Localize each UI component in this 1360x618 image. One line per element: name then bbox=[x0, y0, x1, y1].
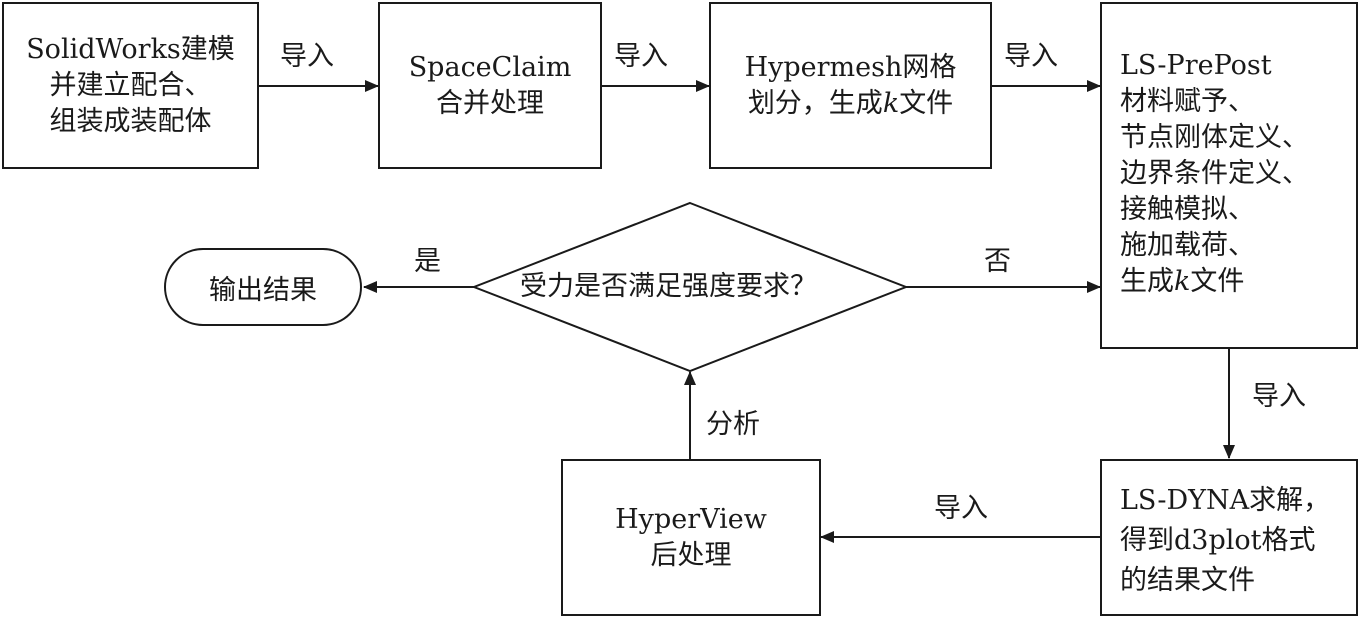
edge-label-import-5: 导入 bbox=[934, 493, 988, 524]
node-lsprepost-line-1: LS-PrePost bbox=[1120, 50, 1272, 81]
node-hypermesh-line-2-a: 划分，生成 bbox=[747, 87, 883, 119]
node-lsprepost-line-2: 材料赋予、 bbox=[1120, 86, 1255, 117]
node-lsprepost-line-3: 节点刚体定义、 bbox=[1120, 122, 1309, 153]
node-hyperview: HyperView 后处理 bbox=[561, 459, 821, 616]
node-spaceclaim: SpaceClaim 合并处理 bbox=[378, 2, 602, 169]
edge-label-analyze: 分析 bbox=[706, 409, 760, 440]
decision-label: 受力是否满足强度要求？ bbox=[520, 271, 817, 302]
node-lsdyna: LS-DYNA求解， 得到d3plot格式 的结果文件 bbox=[1100, 459, 1358, 616]
edge-label-yes: 是 bbox=[414, 246, 441, 277]
edge-label-import-1: 导入 bbox=[280, 41, 334, 72]
node-spaceclaim-line-2: 合并处理 bbox=[436, 87, 544, 119]
node-lsdyna-line-3: 的结果文件 bbox=[1120, 565, 1255, 596]
node-hypermesh-line-2-b: 文件 bbox=[899, 87, 954, 119]
node-hypermesh: Hypermesh网格 划分，生成k文件 bbox=[709, 2, 992, 169]
node-solidworks: SolidWorks建模 并建立配合、 组装成装配体 bbox=[2, 2, 259, 169]
node-hypermesh-k: k bbox=[882, 87, 900, 119]
node-lsprepost-line-5: 接触模拟、 bbox=[1120, 194, 1255, 225]
node-lsprepost-k: k bbox=[1174, 266, 1191, 297]
node-output-label: 输出结果 bbox=[209, 274, 317, 306]
node-lsdyna-line-2: 得到d3plot格式 bbox=[1120, 525, 1316, 556]
decision-diamond bbox=[471, 201, 909, 373]
edge-label-no: 否 bbox=[984, 246, 1011, 277]
edge-label-import-3: 导入 bbox=[1004, 41, 1058, 72]
node-lsprepost-line-7-a: 生成 bbox=[1120, 266, 1174, 297]
node-lsdyna-line-1: LS-DYNA求解， bbox=[1120, 485, 1331, 516]
node-spaceclaim-line-1: SpaceClaim bbox=[408, 51, 572, 83]
node-solidworks-line-2: 并建立配合、 bbox=[49, 69, 212, 101]
edge-label-import-2: 导入 bbox=[614, 41, 668, 72]
node-solidworks-line-1: SolidWorks建模 bbox=[26, 33, 235, 65]
node-lsprepost-line-4: 边界条件定义、 bbox=[1120, 158, 1309, 189]
node-hyperview-line-1: HyperView bbox=[615, 503, 767, 535]
edge-label-import-4: 导入 bbox=[1252, 381, 1306, 412]
node-solidworks-line-3: 组装成装配体 bbox=[49, 105, 212, 137]
node-lsprepost-line-6: 施加载荷、 bbox=[1120, 230, 1255, 261]
node-hypermesh-line-2: 划分，生成k文件 bbox=[748, 86, 953, 122]
node-lsprepost: LS-PrePost 材料赋予、 节点刚体定义、 边界条件定义、 接触模拟、 施… bbox=[1100, 2, 1358, 349]
node-lsprepost-line-7: 生成k文件 bbox=[1120, 264, 1356, 300]
node-output: 输出结果 bbox=[164, 248, 362, 326]
node-hypermesh-line-1: Hypermesh网格 bbox=[744, 51, 957, 83]
node-hyperview-line-2: 后处理 bbox=[650, 539, 732, 571]
node-lsprepost-line-7-b: 文件 bbox=[1190, 266, 1245, 297]
